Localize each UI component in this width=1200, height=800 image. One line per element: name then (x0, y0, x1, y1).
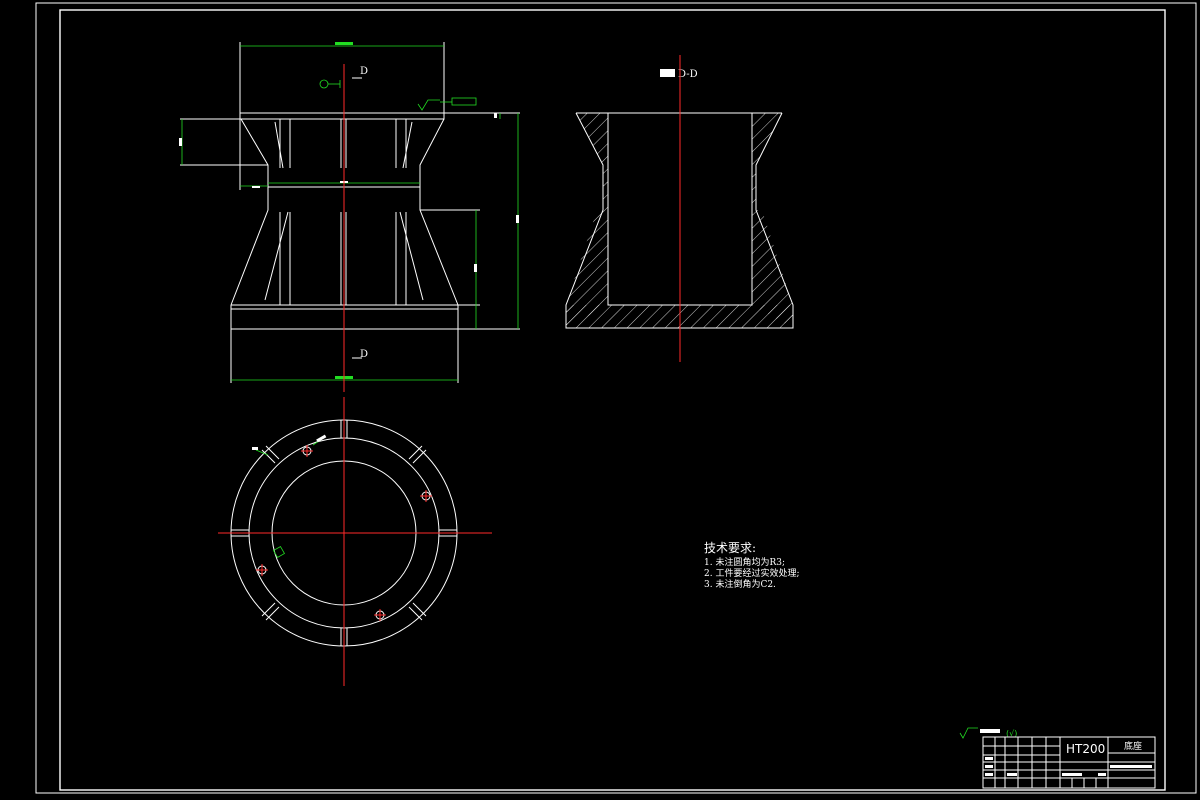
section-marker-bottom: D (360, 349, 368, 360)
general-roughness-icon (959, 727, 978, 739)
section-hatch-left (566, 113, 608, 328)
tolerance-frame (451, 97, 477, 106)
part-name: 底座 (1124, 740, 1142, 752)
outer-border (35, 2, 1197, 794)
section-marker-top: D (360, 66, 368, 77)
title-block: (√) HT200 底座 (959, 727, 1156, 789)
datum-a-icon (319, 79, 329, 89)
material-label: HT200 (1066, 742, 1105, 756)
body-right-outline (419, 118, 459, 306)
tech-requirement-item: 1. 未注圆角均为R3; (704, 556, 785, 568)
tech-requirement-item: 3. 未注倒角为C2. (704, 578, 776, 590)
section-title: D-D (678, 69, 698, 80)
tech-requirements-title: 技术要求: (704, 541, 756, 555)
front-view: D D (179, 42, 520, 392)
body-left-outline (230, 118, 269, 306)
roughness-symbol-icon (417, 99, 440, 111)
svg-text:(√): (√) (1006, 729, 1017, 738)
tech-requirements: 技术要求: 1. 未注圆角均为R3; 2. 工件要经过实效处理; 3. 未注倒角… (704, 541, 799, 590)
top-flange (239, 112, 445, 120)
top-view (218, 397, 492, 686)
tech-requirement-item: 2. 工件要经过实效处理; (704, 567, 799, 579)
section-hatch-right (752, 113, 793, 328)
inner-frame (59, 9, 1166, 791)
section-view: D-D (565, 55, 794, 362)
